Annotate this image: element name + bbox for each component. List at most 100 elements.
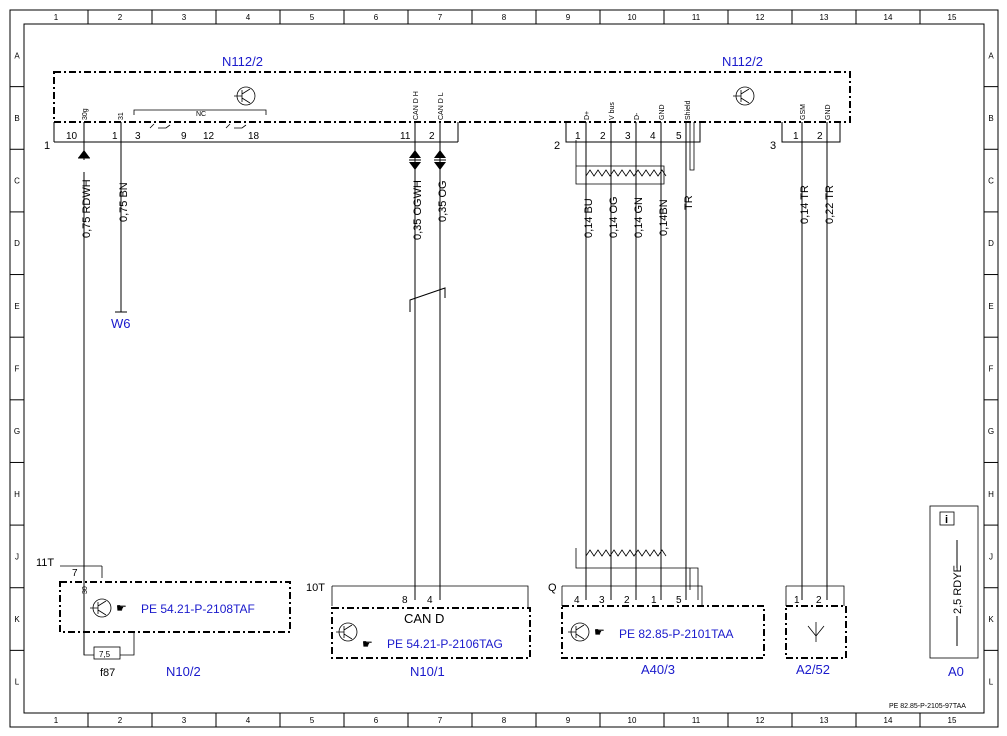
grid-label: D bbox=[988, 239, 994, 248]
grid-label: 6 bbox=[374, 13, 379, 22]
pin-number: 8 bbox=[402, 595, 408, 606]
pin-number: 2 bbox=[624, 595, 630, 606]
grid-label: E bbox=[14, 302, 19, 311]
fuse-f87 bbox=[93, 646, 121, 660]
connector-2-line bbox=[565, 122, 701, 143]
grid-label: 2 bbox=[118, 13, 123, 22]
grid-label: 8 bbox=[502, 716, 507, 725]
grid-label: 11 bbox=[692, 13, 701, 22]
switch-symbols bbox=[149, 123, 247, 129]
pin-can-d-h: CAN D H bbox=[413, 91, 420, 120]
wire-label: 0,14 GN bbox=[633, 197, 645, 238]
pin-number: 2 bbox=[817, 131, 823, 142]
connector-10t: 10T bbox=[306, 582, 325, 594]
grid-label: F bbox=[15, 365, 20, 374]
grid-label: L bbox=[15, 678, 20, 687]
wire-label: 0,14 BU bbox=[583, 198, 595, 238]
grid-label: 6 bbox=[374, 716, 379, 725]
grid-label: 14 bbox=[884, 13, 893, 22]
connector-1-label: 1 bbox=[44, 140, 50, 152]
connector-2-label: 2 bbox=[554, 140, 560, 152]
grid-label: G bbox=[14, 427, 20, 436]
pin-number: 30 bbox=[82, 586, 89, 594]
pin-number: 1 bbox=[651, 595, 657, 606]
nc-label: NC bbox=[196, 111, 206, 118]
document-reference: PE 82.85-P-2105-97TAA bbox=[889, 703, 966, 710]
grid-label: 11 bbox=[692, 716, 701, 725]
svg-text:i: i bbox=[945, 514, 948, 526]
nc-bracket bbox=[133, 109, 267, 115]
grid-labels: 1122334455667788991010111112121313141415… bbox=[14, 13, 994, 725]
pin-shield: Shield bbox=[685, 100, 692, 120]
grid-label: 7 bbox=[438, 716, 443, 725]
w6-label: W6 bbox=[111, 316, 131, 331]
pin-number: 4 bbox=[650, 131, 656, 142]
grid-label: H bbox=[14, 490, 20, 499]
grid-label: K bbox=[988, 615, 994, 624]
pin-number: 18 bbox=[248, 131, 260, 142]
grid-label: 4 bbox=[246, 716, 251, 725]
can-d-label: CAN D bbox=[404, 611, 444, 626]
antenna-icon bbox=[807, 622, 825, 642]
transistor-icon bbox=[234, 86, 256, 106]
grid-label: 10 bbox=[628, 13, 637, 22]
pointing-hand-icon: ☛ bbox=[362, 637, 373, 651]
a40-3-label: A40/3 bbox=[641, 662, 675, 677]
reference-link[interactable]: PE 54.21-P-2106TAG bbox=[387, 637, 503, 651]
grid-label: F bbox=[989, 365, 994, 374]
grid-label: A bbox=[14, 51, 20, 60]
a0-wire-label: 2,5 RDYE bbox=[952, 565, 964, 614]
f87-label: f87 bbox=[100, 667, 115, 679]
grid-label: 15 bbox=[948, 13, 957, 22]
n10-1-box bbox=[331, 607, 531, 659]
pin-gnd: GND bbox=[659, 104, 666, 120]
n112-right-label: N112/2 bbox=[722, 54, 763, 69]
n112-left-label: N112/2 bbox=[222, 54, 263, 69]
pin-number: 2 bbox=[429, 131, 435, 142]
wire-usb-bundle bbox=[575, 122, 699, 600]
pin-number: 3 bbox=[135, 131, 141, 142]
pin-number: 2 bbox=[816, 595, 822, 606]
reference-link[interactable]: PE 54.21-P-2108TAF bbox=[141, 602, 255, 616]
transistor-icon bbox=[733, 86, 755, 106]
grid-label: 13 bbox=[820, 13, 829, 22]
connector-11t: 11T bbox=[36, 557, 54, 569]
pin-number: 1 bbox=[794, 595, 800, 606]
pin-30g: 30g bbox=[82, 108, 89, 120]
grid-label: 13 bbox=[820, 716, 829, 725]
transistor-icon bbox=[90, 598, 112, 618]
pointing-hand-icon: ☛ bbox=[594, 625, 605, 639]
inner-frame bbox=[23, 23, 985, 714]
n10-2-label: N10/2 bbox=[166, 664, 201, 679]
wire-gsm bbox=[801, 122, 828, 600]
grid-ticks bbox=[10, 10, 998, 727]
grid-label: 9 bbox=[566, 13, 571, 22]
grid-label: L bbox=[989, 678, 994, 687]
transistor-icon bbox=[336, 622, 358, 642]
grid-label: B bbox=[14, 114, 19, 123]
wire-label: 0,14BN bbox=[658, 199, 670, 236]
n10-2-box bbox=[59, 581, 291, 633]
reference-link[interactable]: PE 82.85-P-2101TAA bbox=[619, 627, 734, 641]
grid-label: 8 bbox=[502, 13, 507, 22]
wire-label: 0,14 TR bbox=[799, 185, 811, 224]
a2-52-label: A2/52 bbox=[796, 662, 830, 677]
grid-label: 3 bbox=[182, 13, 187, 22]
grid-label: K bbox=[14, 615, 20, 624]
grid-label: 10 bbox=[628, 716, 637, 725]
pin-d-plus: D+ bbox=[584, 111, 591, 120]
connector-3-line bbox=[781, 122, 841, 143]
wire-rdwh bbox=[78, 122, 90, 655]
pin-number: 3 bbox=[625, 131, 631, 142]
grid-label: H bbox=[988, 490, 994, 499]
outer-frame bbox=[9, 9, 999, 728]
fuse-value: 7,5 bbox=[99, 650, 111, 659]
wire-label: 0,35 OG bbox=[437, 180, 449, 222]
pin-v-bus: V bus bbox=[609, 102, 616, 120]
wire-label: 0,75 BN bbox=[118, 182, 130, 222]
wire-label: 0,14 OG bbox=[608, 196, 620, 238]
pin-number: 1 bbox=[112, 131, 118, 142]
pointing-hand-icon: ☛ bbox=[116, 601, 127, 615]
pin-number: 3 bbox=[599, 595, 605, 606]
